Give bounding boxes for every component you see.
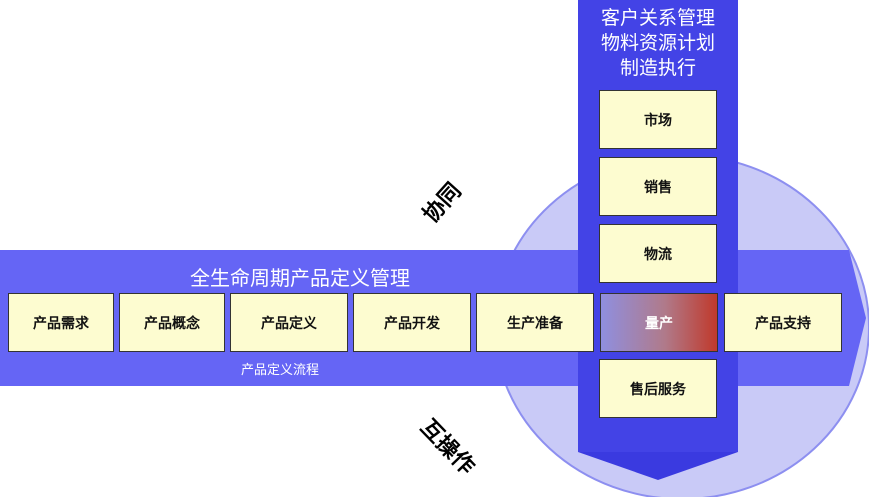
step-box-production-prep: 生产准备 [476,293,594,352]
step-box-mass-production: 量产 [600,293,718,352]
step-box-concept: 产品概念 [119,293,225,352]
vertical-box-after-sales: 售后服务 [599,359,717,418]
step-box-definition: 产品定义 [230,293,348,352]
vertical-title-mrp: 物料资源计划 [600,32,715,54]
step-box-requirements: 产品需求 [8,293,114,352]
flow-label: 产品定义流程 [240,363,319,378]
vertical-box-market: 市场 [599,90,717,149]
vertical-arrow-head [578,452,738,480]
step-box-development: 产品开发 [353,293,471,352]
vertical-title-mes: 制造执行 [619,57,696,79]
horizontal-title: 全生命周期产品定义管理 [190,266,410,290]
vertical-box-sales: 销售 [599,157,717,216]
step-box-support: 产品支持 [724,293,842,352]
vertical-title-crm: 客户关系管理 [600,7,715,29]
vertical-box-logistics: 物流 [599,224,717,283]
